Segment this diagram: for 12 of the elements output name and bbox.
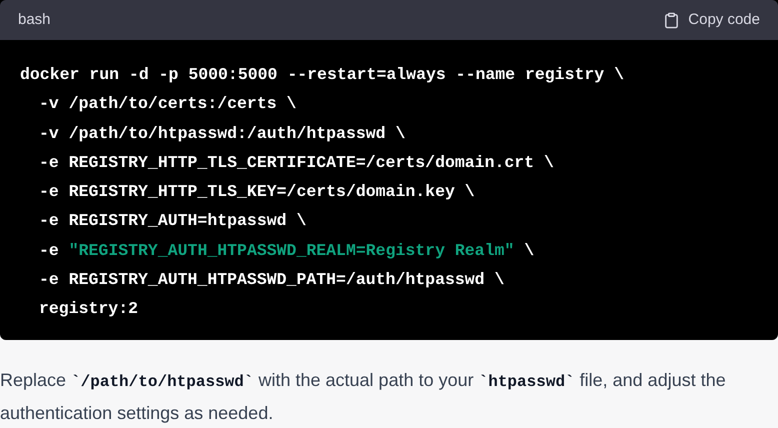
code-line: -v /path/to/certs:/certs \ <box>38 93 298 116</box>
code-line: -e REGISTRY_AUTH_HTPASSWD_PATH=/auth/htpasswd \ <box>38 269 506 292</box>
copy-button: Copy code <box>663 8 760 32</box>
code-line: -e REGISTRY_HTTP_TLS_CERTIFICATE=/certs/domain.crt \ <box>38 152 555 174</box>
code-line: registry:2 <box>38 298 140 320</box>
code-line: -e REGISTRY_AUTH=htpasswd \ <box>38 210 308 232</box>
code-line: docker run -d -p 5000:5000 --restart=always --name registry \ <box>20 64 625 86</box>
code-line: -e "REGISTRY_AUTH_HTPASSWD_REALM=Registry Realm" \ <box>38 240 536 262</box>
code-line: -e REGISTRY_HTTP_TLS_KEY=/certs/domain.key \ <box>38 181 476 204</box>
paragraph: Replace `/path/to/htpasswd` with the actual path to your `htpasswd` file, and adjust the authentication settings as needed. <box>0 369 727 425</box>
code-line: -v /path/to/htpasswd:/auth/htpasswd \ <box>38 122 406 145</box>
language-label: bash <box>18 10 51 30</box>
